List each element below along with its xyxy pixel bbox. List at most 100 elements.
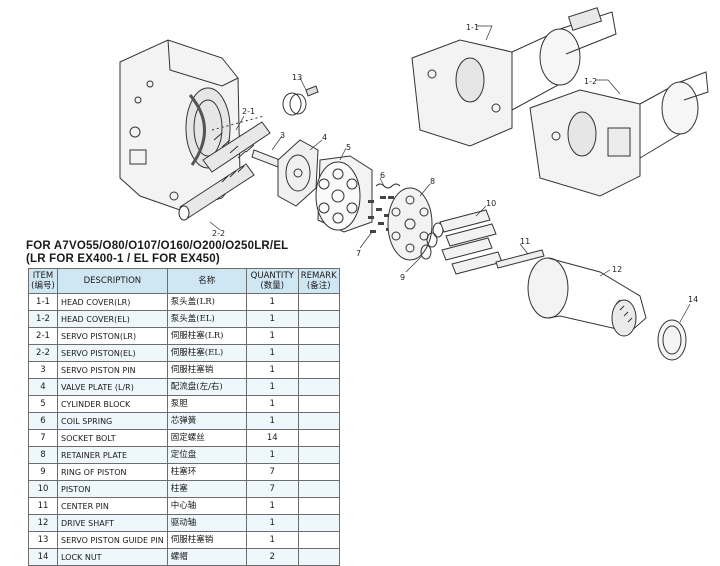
remark-cell [297, 480, 340, 498]
item-cell: 1-1 [28, 293, 58, 311]
parts-table-header: ITEM(编号) DESCRIPTION 名称 QUANTITY(数量) REM… [28, 268, 340, 294]
description-cell: PISTON [57, 480, 168, 498]
callout-6: 6 [380, 171, 385, 180]
parts-table: ITEM(编号) DESCRIPTION 名称 QUANTITY(数量) REM… [28, 268, 340, 566]
description-cell: SOCKET BOLT [57, 429, 168, 447]
item-cell: 1-2 [28, 310, 58, 328]
quantity-cell: 2 [245, 548, 299, 566]
item-cell: 7 [28, 429, 58, 447]
description-cell: CENTER PIN [57, 497, 168, 515]
description-cell: CYLINDER BLOCK [57, 395, 168, 413]
item-cell: 13 [28, 531, 58, 549]
item-cell: 14 [28, 548, 58, 566]
callout-14: 14 [688, 295, 698, 304]
description-cell: RING OF PISTON [57, 463, 168, 481]
quantity-cell: 1 [245, 344, 299, 362]
remark-cell [297, 514, 340, 532]
callout-1-2: 1-2 [584, 77, 597, 86]
callout-4: 4 [322, 133, 327, 142]
callout-2-2: 2-2 [212, 229, 225, 238]
valve-plate-drawing [277, 139, 319, 207]
callout-labels: 1-1 1-2 2-1 2-2 3 4 5 6 7 8 9 10 11 12 1… [212, 23, 698, 304]
item-header-sublabel: (编号) [31, 281, 55, 291]
retainer-plate-drawing [387, 187, 433, 261]
description-cell: LOCK NUT [57, 548, 168, 566]
item-cell: 2-2 [28, 344, 58, 362]
quantity-header-label: QUANTITY [250, 271, 294, 281]
quantity-cell: 1 [245, 497, 299, 515]
model-title: FOR A7VO55/O80/O107/O160/O200/O250LR/EL [26, 240, 289, 252]
drive-shaft-drawing [527, 257, 647, 337]
description-cell: COIL SPRING [57, 412, 168, 430]
item-cell: 11 [28, 497, 58, 515]
item-cell: 12 [28, 514, 58, 532]
remark-cell [297, 361, 340, 379]
quantity-cell: 1 [245, 446, 299, 464]
remark-cell [297, 378, 340, 396]
exploded-diagram: 1-1 1-2 2-1 2-2 3 4 5 6 7 8 9 10 11 12 1… [119, 7, 709, 361]
name-cn-cell: 伺服柱塞(LR) [166, 327, 247, 345]
description-cell: SERVO PISTON(LR) [57, 327, 168, 345]
name-cn-cell: 伺服柱塞销 [166, 361, 247, 379]
item-cell: 6 [28, 412, 58, 430]
remark-cell [297, 531, 340, 549]
quantity-cell: 1 [245, 412, 299, 430]
description-cell: RETAINER PLATE [57, 446, 168, 464]
name-cn-cell: 柱塞 [166, 480, 247, 498]
remark-cell [297, 395, 340, 413]
callout-11: 11 [520, 237, 530, 246]
remark-cell [297, 548, 340, 566]
callout-10: 10 [486, 199, 496, 208]
assembled-pump-el-drawing [529, 71, 709, 197]
callout-2-1: 2-1 [242, 107, 255, 116]
callout-12: 12 [612, 265, 622, 274]
name-cn-cell: 泵头盖(EL) [166, 310, 247, 328]
quantity-cell: 1 [245, 293, 299, 311]
remark-cell [297, 429, 340, 447]
item-cell: 9 [28, 463, 58, 481]
model-subtitle: (LR FOR EX400-1 / EL FOR EX450) [26, 253, 220, 265]
name-cn-cell: 固定螺丝 [166, 429, 247, 447]
center-pin-drawing [495, 249, 545, 269]
item-cell: 4 [28, 378, 58, 396]
callout-7: 7 [356, 249, 361, 258]
name-cn-cell: 中心轴 [166, 497, 247, 515]
quantity-cell: 7 [245, 463, 299, 481]
description-cell: VALVE PLATE (L/R) [57, 378, 168, 396]
remark-header-sublabel: (备注) [306, 281, 331, 291]
col-description-header: DESCRIPTION [57, 268, 168, 294]
col-item-header: ITEM(编号) [28, 268, 58, 294]
quantity-cell: 1 [245, 310, 299, 328]
callout-5: 5 [346, 143, 351, 152]
quantity-cell: 14 [245, 429, 299, 447]
name-cn-cell: 泵头盖(LR) [166, 293, 247, 311]
description-cell: SERVO PISTON PIN [57, 361, 168, 379]
col-name-cn-header: 名称 [166, 268, 247, 294]
name-cn-cell: 定位盘 [166, 446, 247, 464]
remark-cell [297, 412, 340, 430]
item-cell: 10 [28, 480, 58, 498]
col-remark-header: REMARK(备注) [297, 268, 340, 294]
quantity-header-sublabel: (数量) [260, 281, 285, 291]
item-cell: 2-1 [28, 327, 58, 345]
name-cn-cell: 泵胆 [166, 395, 247, 413]
name-cn-cell: 配流盘(左/右) [166, 378, 247, 396]
assembled-pump-lr-drawing [411, 7, 617, 147]
remark-cell [297, 446, 340, 464]
item-header-label: ITEM [32, 271, 54, 281]
item-cell: 3 [28, 361, 58, 379]
quantity-cell: 1 [245, 327, 299, 345]
name-cn-cell: 驱动轴 [166, 514, 247, 532]
callout-13: 13 [292, 73, 302, 82]
remark-cell [297, 463, 340, 481]
